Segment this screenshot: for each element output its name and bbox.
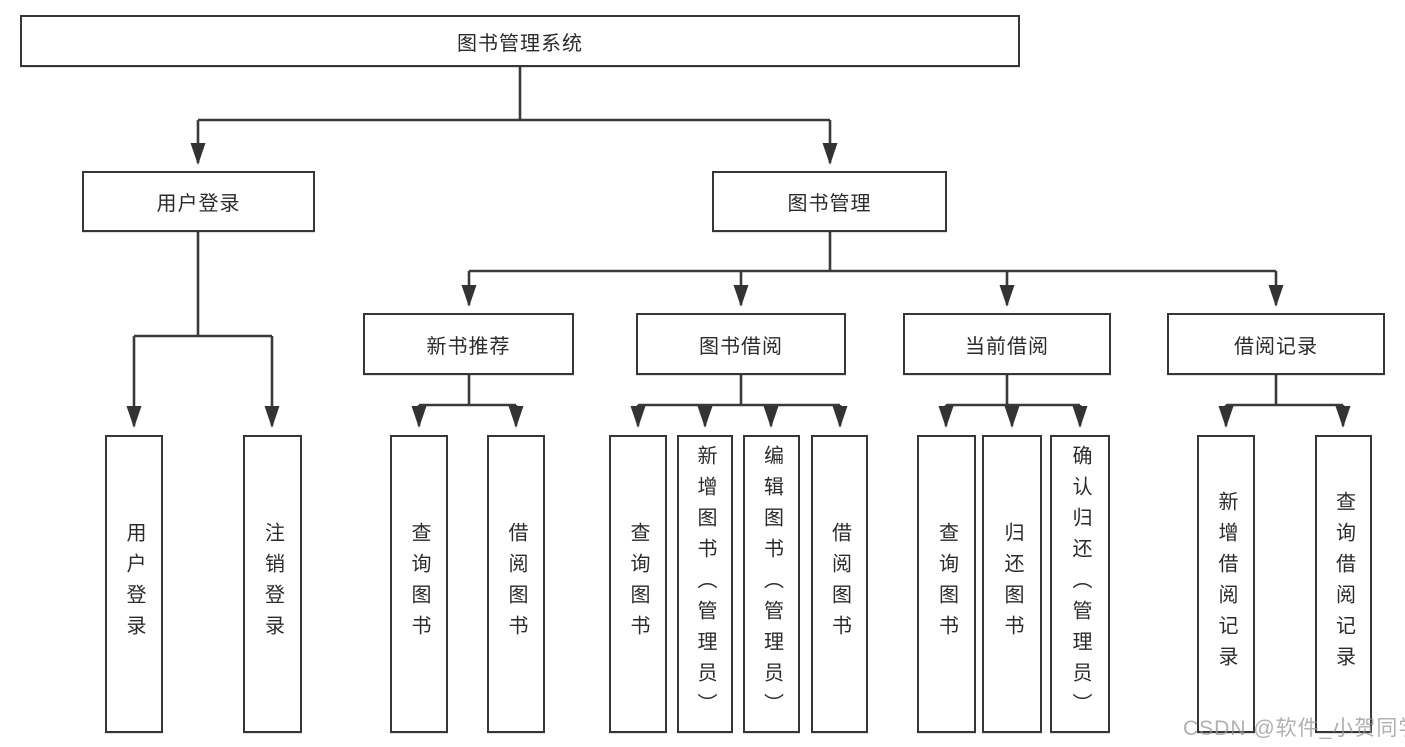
leaf-add-book-admin-label: 新增图书（管理员） [694, 444, 716, 724]
node-user-login: 用户登录 [82, 171, 315, 232]
leaf-add-borrow-record-label: 新增借阅记录 [1215, 491, 1237, 677]
leaf-query-books-current: 查询图书 [917, 435, 976, 733]
leaf-logout-label: 注销登录 [261, 522, 284, 646]
leaf-query-books-recommend: 查询图书 [390, 435, 448, 733]
leaf-query-books-current-label: 查询图书 [935, 522, 958, 646]
leaf-edit-book-admin: 编辑图书（管理员） [743, 435, 800, 733]
node-book-management: 图书管理 [712, 171, 947, 232]
leaf-borrow-books-borrow: 借阅图书 [811, 435, 868, 733]
leaf-confirm-return-admin-label: 确认归还（管理员） [1069, 444, 1091, 724]
csdn-watermark: CSDN @软件_小贺同学 [1183, 717, 1405, 740]
node-current-borrow: 当前借阅 [903, 313, 1111, 375]
leaf-add-book-admin: 新增图书（管理员） [677, 435, 733, 733]
node-root-system: 图书管理系统 [20, 15, 1020, 67]
leaf-query-borrow-record-label: 查询借阅记录 [1332, 491, 1355, 677]
node-borrow-records: 借阅记录 [1167, 313, 1385, 375]
leaf-user-login-label: 用户登录 [123, 522, 145, 646]
leaf-user-login: 用户登录 [105, 435, 163, 733]
node-book-borrow: 图书借阅 [636, 313, 846, 375]
leaf-borrow-books-borrow-label: 借阅图书 [828, 522, 851, 646]
leaf-confirm-return-admin: 确认归还（管理员） [1050, 435, 1110, 733]
leaf-query-books-borrow: 查询图书 [609, 435, 667, 733]
leaf-return-books: 归还图书 [982, 435, 1042, 733]
leaf-query-books-borrow-label: 查询图书 [627, 522, 649, 646]
leaf-edit-book-admin-label: 编辑图书（管理员） [760, 444, 783, 724]
leaf-query-borrow-record: 查询借阅记录 [1315, 435, 1372, 733]
leaf-return-books-label: 归还图书 [1001, 522, 1023, 646]
leaf-query-books-recommend-label: 查询图书 [408, 522, 430, 646]
leaf-logout: 注销登录 [243, 435, 302, 733]
leaf-borrow-books-recommend-label: 借阅图书 [505, 522, 527, 646]
node-new-book-recommend: 新书推荐 [363, 313, 574, 375]
leaf-borrow-books-recommend: 借阅图书 [487, 435, 545, 733]
leaf-add-borrow-record: 新增借阅记录 [1197, 435, 1255, 733]
